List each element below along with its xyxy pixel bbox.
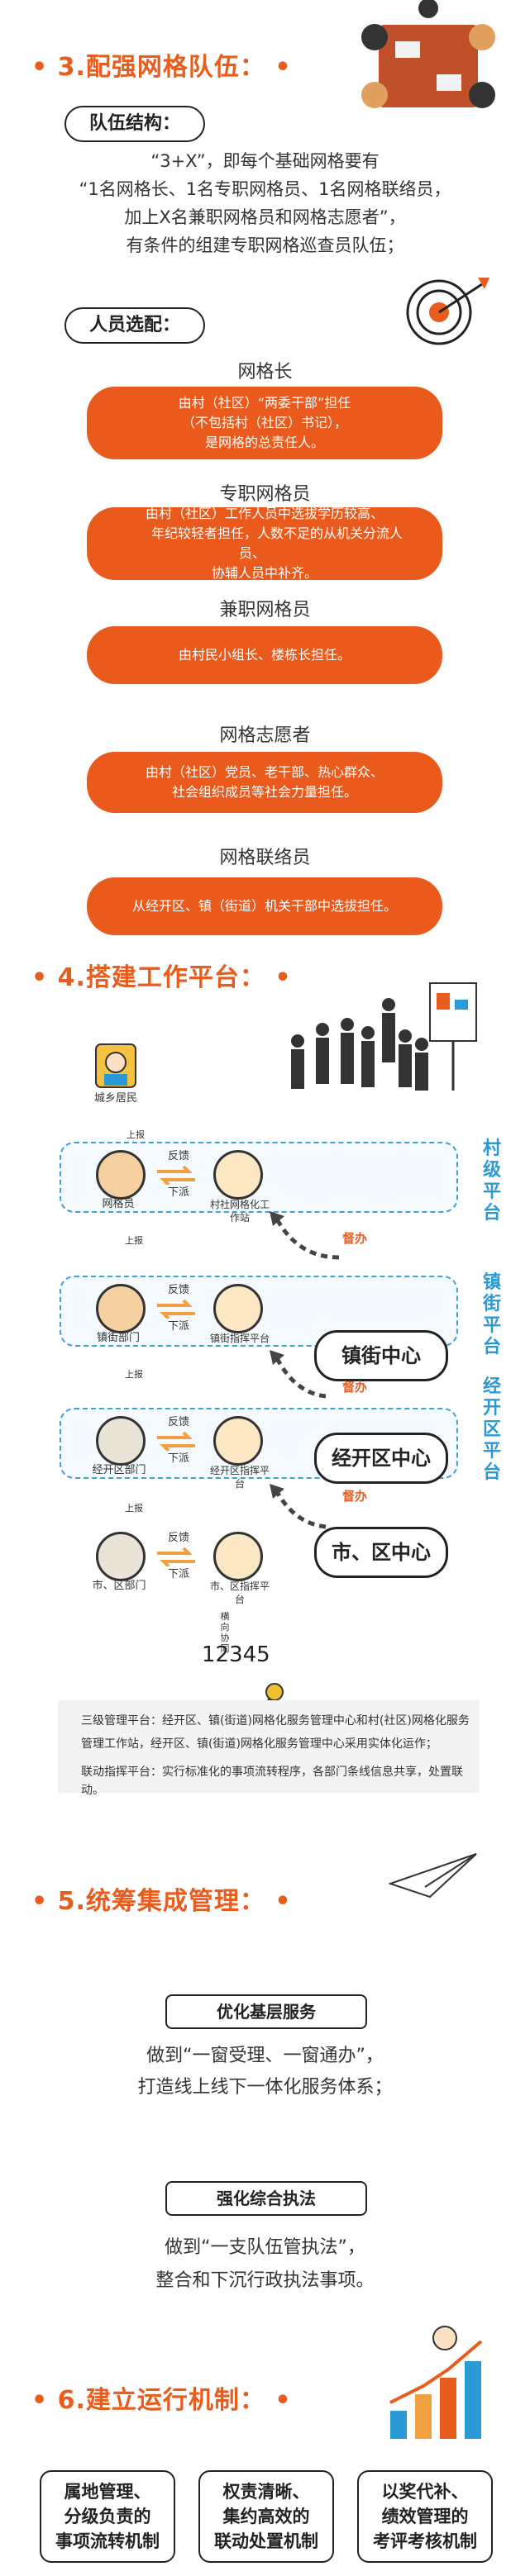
town-command-label: 镇街指挥平台: [209, 1333, 270, 1344]
supervise-arrow-3: [265, 1480, 331, 1530]
feedback-l2: 反馈: [167, 1284, 189, 1296]
role-name-volunteer: 网格志愿者: [219, 725, 311, 746]
note-box: [58, 1700, 480, 1793]
mechanism-box-3: 以奖代补、绩效管理的考评考核机制: [357, 2470, 493, 2563]
structure-line-1: “3+X”，即每个基础网格要有: [150, 151, 380, 171]
vertical-link-label: 横向协同: [220, 1611, 230, 1654]
role-name-fulltime: 专职网格员: [219, 484, 311, 505]
exchange-arrows-icon-2: [155, 1299, 197, 1320]
devzone-center-pill: 经开区中心: [314, 1433, 448, 1484]
dispatch-l4: 下派: [167, 1568, 189, 1580]
mechanism-box-1: 属地管理、分级负责的事项流转机制: [40, 2470, 175, 2563]
dispatch-l3: 下派: [167, 1452, 189, 1465]
dispatch-l2: 下派: [167, 1320, 189, 1333]
supervise-label-1: 督办: [342, 1231, 368, 1246]
supervise-label-2: 督办: [342, 1380, 368, 1395]
item1-head: 优化基层服务: [165, 1994, 367, 2029]
mechanism-box-2: 权责清晰、集约高效的联动处置机制: [198, 2470, 334, 2563]
meeting-illustration: [346, 0, 508, 132]
grid-worker-avatar: [96, 1150, 146, 1200]
grid-worker-label: 网格员: [102, 1198, 135, 1210]
item1-line-1: 做到“一窗受理、一窗通办”，: [146, 2046, 384, 2066]
role-desc-liaison: 从经开区、镇（街道）机关干部中选拔担任。: [87, 877, 442, 935]
feedback-l4: 反馈: [167, 1532, 189, 1544]
note-line-1: 三级管理平台：经开区、镇(街道)网格化服务管理中心和村(社区)网格化服务: [81, 1714, 470, 1728]
devzone-dept-label: 经开区部门: [92, 1464, 146, 1476]
target-icon: [402, 273, 493, 347]
town-dept-avatar: [96, 1284, 146, 1333]
side-label-village: 村级平台: [482, 1138, 501, 1224]
role-desc-volunteer: 由村（社区）党员、老干部、热心群众、社会组织成员等社会力量担任。: [87, 752, 442, 813]
section-4-title: • 4.搭建工作平台： •: [31, 963, 292, 992]
exchange-arrows-icon: [155, 1165, 197, 1186]
city-command-label: 市、区指挥平台: [209, 1580, 270, 1605]
village-station-label: 村社网格化工作站: [209, 1199, 270, 1224]
role-desc-grid-leader: 由村（社区）“两委干部”担任（不包括村（社区）书记），是网格的总责任人。: [87, 387, 442, 459]
town-center-pill: 镇街中心: [314, 1330, 448, 1381]
city-center-pill: 市、区中心: [314, 1527, 448, 1578]
report-arrow-l1: 上报: [125, 1235, 143, 1246]
role-desc-fulltime: 由村（社区）工作人员中选拔学历较高、年纪较轻者担任，人数不足的从机关分流人员、协…: [87, 506, 442, 581]
structure-line-3: 加上X名兼职网格员和网格志愿者”，: [124, 207, 406, 227]
people-presentation-illustration: [273, 975, 488, 1099]
city-command-icon: [213, 1532, 263, 1581]
town-command-icon: [213, 1284, 263, 1333]
item2-head: 强化综合执法: [165, 2181, 367, 2216]
report-arrow-l0: 上报: [127, 1129, 145, 1140]
exchange-arrows-icon-4: [155, 1547, 197, 1568]
section-5-title: • 5.统筹集成管理： •: [31, 1887, 292, 1916]
item2-line-2: 整合和下沉行政执法事项。: [155, 2270, 375, 2291]
note-line-2: 管理工作站，经开区、镇(街道)网格化服务管理中心采用实体化运作；: [81, 1737, 437, 1751]
section-6-title: • 6.建立运行机制： •: [31, 2386, 292, 2415]
structure-label: 队伍结构：: [64, 106, 205, 142]
village-station-icon: [213, 1150, 263, 1200]
dispatch-l1: 下派: [167, 1186, 189, 1199]
item1-line-2: 打造线上线下一体化服务体系；: [137, 2077, 393, 2098]
supervise-label-3: 督办: [342, 1489, 368, 1504]
structure-line-4: 有条件的组建专职网格巡查员队伍；: [126, 235, 404, 255]
side-label-town: 镇街平台: [482, 1272, 501, 1357]
selection-label: 人员选配：: [64, 307, 205, 344]
city-dept-icon: [96, 1532, 146, 1581]
resident-avatar: [94, 1043, 137, 1089]
paper-plane-icon: [387, 1851, 480, 1900]
devzone-command-label: 经开区指挥平台: [209, 1465, 270, 1490]
structure-line-2: “1名网格长、1名专职网格员、1名网格联络员，: [79, 179, 451, 199]
city-dept-label: 市、区部门: [92, 1580, 146, 1592]
side-label-devzone: 经开区平台: [482, 1376, 501, 1483]
town-dept-label: 镇街部门: [96, 1332, 140, 1344]
hotline-number: 12345: [202, 1642, 270, 1667]
feedback-l1: 反馈: [167, 1150, 189, 1162]
report-arrow-l2: 上报: [125, 1369, 143, 1380]
supervise-arrow-2: [265, 1347, 331, 1400]
role-name-parttime: 兼职网格员: [219, 600, 311, 620]
section-3-title: • 3.配强网格队伍： •: [31, 53, 292, 82]
devzone-dept-icon: [96, 1416, 146, 1466]
role-name-grid-leader: 网格长: [237, 362, 293, 383]
item2-line-1: 做到“一支队伍管执法”，: [165, 2237, 365, 2258]
note-line-3: 联动指挥平台：实行标准化的事项流转程序，各部门条线信息共享，处置联动。: [81, 1766, 463, 1797]
report-arrow-l3: 上报: [125, 1503, 143, 1514]
resident-label: 城乡居民: [93, 1092, 137, 1105]
growth-chart-illustration: [382, 2320, 498, 2444]
role-desc-parttime: 由村民小组长、楼栋长担任。: [87, 626, 442, 684]
feedback-l3: 反馈: [167, 1416, 189, 1428]
role-name-liaison: 网格联络员: [219, 848, 311, 868]
exchange-arrows-icon-3: [155, 1431, 197, 1452]
devzone-command-icon: [213, 1416, 263, 1466]
supervise-arrow-1: [265, 1208, 344, 1261]
